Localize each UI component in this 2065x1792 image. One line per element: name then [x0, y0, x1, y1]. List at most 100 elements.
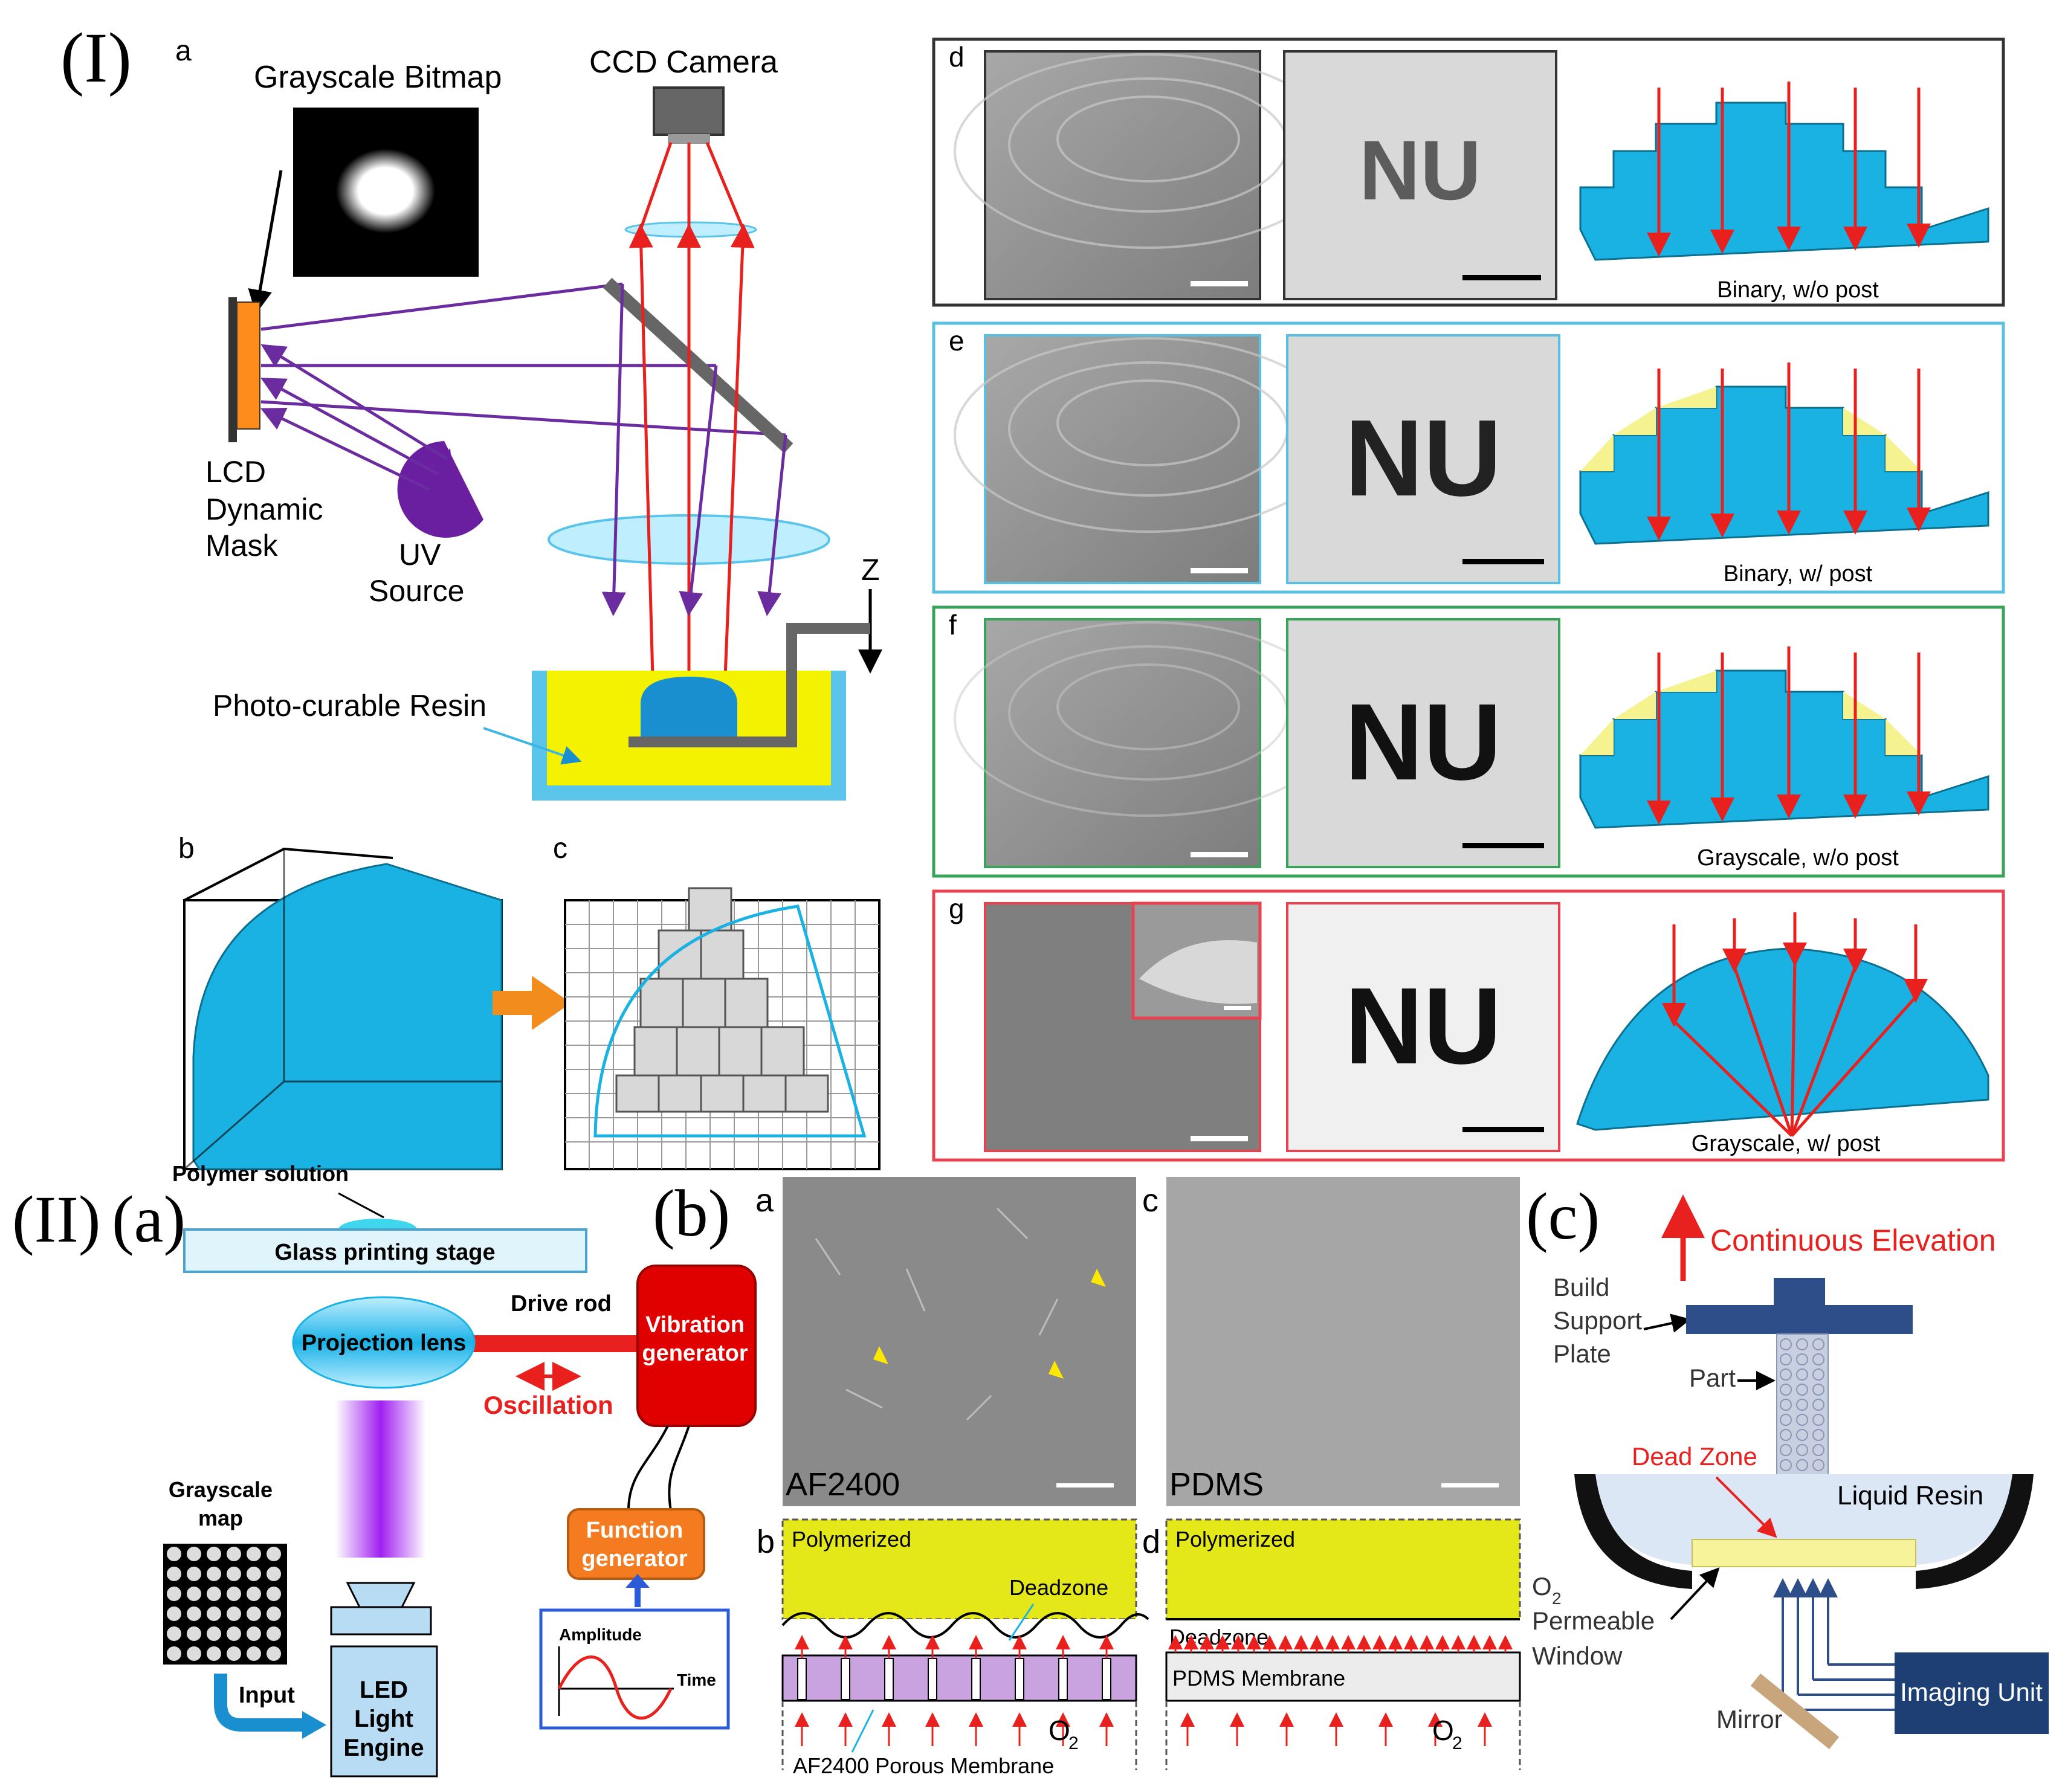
lattice-cell	[1796, 1384, 1808, 1396]
lattice-cell	[1812, 1353, 1824, 1365]
panel-d-text-image	[1283, 50, 1557, 300]
panel-f-text-image	[1286, 618, 1560, 868]
map-dot	[267, 1547, 281, 1561]
map-dot	[187, 1607, 201, 1621]
map-dot	[247, 1587, 261, 1601]
map-dot	[207, 1587, 221, 1601]
camera-label: CCD Camera	[589, 45, 778, 80]
o2-sub-1: 2	[1068, 1733, 1079, 1753]
scale-bar	[1462, 275, 1541, 280]
vibration-generator-box	[636, 1265, 757, 1427]
map-dot	[247, 1607, 261, 1621]
input-arrow-head	[302, 1711, 326, 1739]
time-label: Time	[677, 1671, 716, 1689]
panel-g: g NU Grayscale, w/ post	[932, 889, 2005, 1162]
map-dot	[187, 1626, 201, 1641]
led-collar	[330, 1606, 432, 1636]
func-label-2: generator	[581, 1546, 687, 1571]
panel-d-letter: d	[949, 41, 965, 73]
lattice-cell	[1812, 1444, 1824, 1456]
build-label-1: Build	[1553, 1273, 1609, 1301]
panel-e-caption: Binary, w/ post	[1724, 561, 1873, 587]
stage-label: Glass printing stage	[274, 1240, 495, 1265]
drive-rod-label: Drive rod	[511, 1291, 612, 1317]
scale-bar	[1462, 559, 1544, 564]
membrane-pointer	[851, 1709, 874, 1753]
panel-e-rays	[1647, 363, 1931, 541]
map-dot	[247, 1646, 261, 1661]
panel-d-lens-model	[1579, 102, 1989, 261]
mirror-element	[1750, 1673, 1840, 1750]
build-plate-pointer	[1643, 1313, 1691, 1333]
inset-lens-highlight	[1139, 940, 1257, 1004]
sine-waveform	[557, 1655, 673, 1720]
gray-label-1: Grayscale	[169, 1477, 273, 1502]
panel-e-letter: e	[949, 325, 965, 356]
part2-a-letter: (a)	[112, 1182, 186, 1256]
panel-d: d NU Binary, w/o post	[932, 37, 2005, 307]
map-dot	[207, 1567, 221, 1581]
function-input-arrow	[625, 1574, 650, 1607]
lattice-cell	[1780, 1414, 1792, 1426]
map-dot	[207, 1646, 221, 1661]
lattice-cell	[1812, 1414, 1824, 1426]
map-dot	[267, 1587, 281, 1601]
pdms-label: PDMS	[1169, 1466, 1264, 1503]
led-light-engine	[330, 1645, 438, 1777]
scale-bar	[1441, 1483, 1499, 1487]
b-sub-c: c	[1142, 1182, 1159, 1219]
scale-bar	[1224, 1006, 1251, 1010]
panel-f-letter: f	[949, 609, 957, 640]
lcd-label-1: LCD	[205, 455, 266, 489]
membrane-pore	[884, 1658, 894, 1700]
projection-rays	[601, 283, 787, 616]
input-label: Input	[239, 1683, 295, 1708]
grayscale-map-dots	[167, 1547, 281, 1661]
panel-g-caption: Grayscale, w/ post	[1692, 1131, 1881, 1156]
map-dot	[267, 1626, 281, 1641]
map-dot	[167, 1547, 181, 1561]
membrane-pore	[841, 1658, 850, 1700]
part1-roman-label: (I)	[60, 18, 132, 97]
camera-lens	[624, 221, 757, 238]
map-dot	[227, 1607, 241, 1621]
imaging-unit-label: Imaging Unit	[1900, 1678, 2043, 1706]
af-label: AF2400	[786, 1466, 900, 1503]
panel-g-nu-text: NU	[1345, 965, 1502, 1087]
lattice-cell	[1796, 1429, 1808, 1441]
vat-left-wall	[1574, 1474, 1692, 1589]
projection-lens-element	[292, 1296, 476, 1389]
map-dot	[187, 1646, 201, 1661]
map-dot	[227, 1626, 241, 1641]
part2-roman-label: (II)	[12, 1182, 101, 1256]
polymerized-label-1: Polymerized	[792, 1527, 911, 1552]
af-oxygen-arrows	[795, 1635, 1114, 1746]
map-dot	[247, 1547, 261, 1561]
lattice-cell	[1812, 1384, 1824, 1396]
map-dot	[167, 1607, 181, 1621]
membrane-pore	[1058, 1658, 1068, 1700]
map-dot	[167, 1626, 181, 1641]
pdms-sem-image	[1166, 1177, 1520, 1506]
map-dot	[167, 1587, 181, 1601]
panel-f-nu-text: NU	[1345, 682, 1502, 803]
map-dot	[207, 1607, 221, 1621]
o2-sub-2: 2	[1452, 1733, 1462, 1753]
ccd-camera-icon	[653, 86, 725, 136]
cube-hidden-edges	[184, 849, 502, 1170]
lattice-cell	[1796, 1459, 1808, 1471]
map-dot	[227, 1567, 241, 1581]
scale-bar	[1191, 568, 1248, 573]
lattice-cell	[1780, 1384, 1792, 1396]
panel-f: f NU Grayscale, w/o post	[932, 605, 2005, 878]
o2-sub-c: 2	[1552, 1589, 1562, 1608]
map-dot	[227, 1587, 241, 1601]
polymer-label: Polymer solution	[172, 1161, 349, 1186]
elevation-label: Continuous Elevation	[1710, 1223, 1996, 1257]
panel-g-letter: g	[949, 893, 965, 924]
lattice-cell	[1780, 1353, 1792, 1365]
smooth-dome-shape	[192, 863, 503, 1170]
map-dot	[167, 1567, 181, 1581]
beam-splitter	[603, 277, 793, 454]
map-dot	[207, 1626, 221, 1641]
